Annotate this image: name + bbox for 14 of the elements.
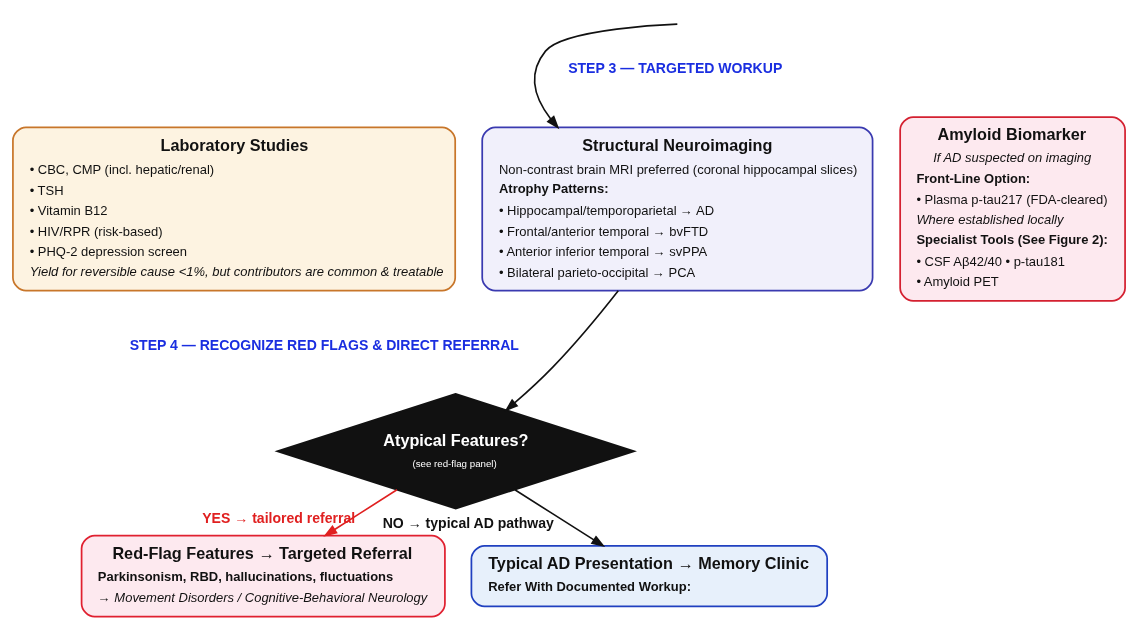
node-box: Amyloid Biomarker If AD suspected on imaging Front-Line Option: • Plasma p-tau217 (FDA-cleared) Where established locally Specialist Tools (See Figure 2): • CSF Aβ42/40 • p-tau181 • Amyloid PET bbox=[899, 116, 1126, 302]
arrow bbox=[323, 489, 398, 537]
edge-label: NO → typical AD pathway bbox=[382, 514, 554, 531]
node-diamond: Atypical Features? (see red-flag panel) bbox=[274, 393, 637, 510]
arrow bbox=[504, 289, 620, 412]
node-box: Structural Neuroimaging Non-contrast brain MRI preferred (coronal hippocampal slices) Atrophy Patterns: • Hippocampal/temporoparietal → AD • Frontal/anterior temporal → bvFTD • Anterior inferior temporal → svPPA • Bilateral parieto-occipital → PCA bbox=[481, 126, 874, 292]
node-box: Typical AD Presentation → Memory Clinic Refer With Documented Workup: bbox=[470, 545, 829, 608]
node-box: Laboratory Studies • CBC, CMP (incl. hepatic/renal) • TSH • Vitamin B12 • HIV/RPR (risk-based) • PHQ-2 depression screen Yield for reversible cause <1%, but contributors are common & treatable bbox=[12, 126, 457, 292]
label: STEP 4 — RECOGNIZE RED FLAGS & DIRECT REFERRAL bbox=[129, 337, 519, 354]
label: STEP 3 — TARGETED WORKUP bbox=[568, 60, 783, 77]
arrow bbox=[514, 489, 606, 548]
node-box: Red-Flag Features → Targeted Referral Parkinsonism, RBD, hallucinations, fluctuations → Movement Disorders / Cognitive-Behavioral Neurology bbox=[80, 534, 446, 618]
edge-label: YES → tailored referral bbox=[202, 509, 356, 526]
arrow bbox=[533, 23, 679, 130]
